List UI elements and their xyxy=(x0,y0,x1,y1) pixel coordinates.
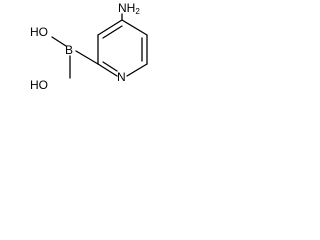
amino-label: NH2 xyxy=(118,1,140,16)
hydroxyl-bottom-label: HO xyxy=(30,78,48,92)
bond-b-oh-top xyxy=(51,36,67,47)
bond-c6-n xyxy=(126,63,148,77)
bond-n-c2 xyxy=(97,63,118,77)
hydroxyl-top-label: HO xyxy=(30,25,48,39)
bond-c2-b xyxy=(75,50,99,65)
boron-label: B xyxy=(65,43,73,57)
ring-nitrogen-label: N xyxy=(117,70,126,84)
bond-n-c2-inner xyxy=(102,61,118,72)
bond-c4-c5 xyxy=(121,19,148,36)
structure-canvas: NH2 B HO HO N xyxy=(0,0,180,120)
bond-c3-c4 xyxy=(97,19,123,36)
bond-c3-c4-inner xyxy=(102,25,123,39)
molecule-drawing: NH2 B HO HO N xyxy=(30,1,148,92)
